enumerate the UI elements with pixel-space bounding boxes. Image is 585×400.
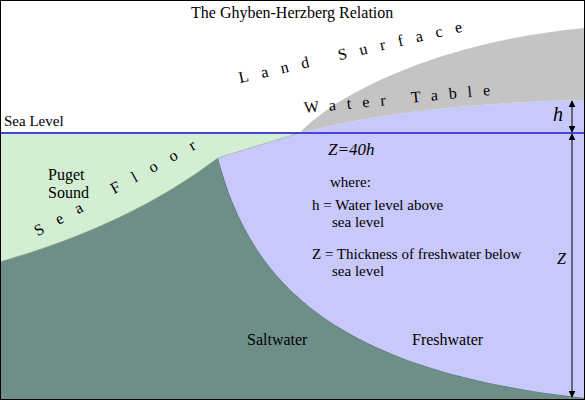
h-definition: h = Water level above sea level	[312, 197, 452, 232]
diagram-title: The Ghyben-Herzberg Relation	[191, 4, 393, 22]
land-region	[300, 28, 585, 133]
saltwater-label: Saltwater	[247, 331, 307, 349]
z-dimension-arrow	[572, 134, 573, 397]
where-label: where:	[330, 174, 371, 191]
z-definition: Z = Thickness of freshwater below sea le…	[312, 246, 527, 281]
formula-label: Z=40h	[328, 140, 374, 160]
h-dimension-arrow	[572, 101, 573, 132]
z-dimension-label: Z	[556, 250, 567, 268]
freshwater-label: Freshwater	[412, 331, 483, 349]
h-dimension-label: h	[553, 103, 563, 126]
sea-level-line	[0, 132, 585, 134]
freshwater-region	[218, 100, 585, 398]
sea-level-label: Sea Level	[4, 113, 64, 130]
